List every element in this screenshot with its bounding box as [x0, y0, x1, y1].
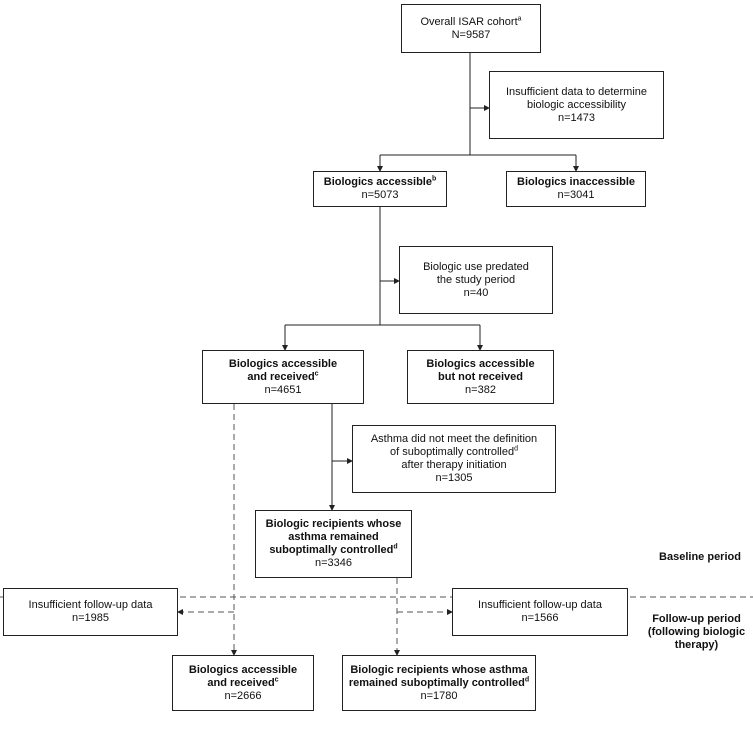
node-text: Asthma did not meet the definition — [370, 433, 538, 445]
node-text: and received — [207, 676, 275, 689]
node-text: Overall ISAR cohort — [420, 15, 518, 28]
node-text: Insufficient follow-up data — [28, 599, 153, 611]
node-final-accessible-received: Biologics accessible and receivedc n=266… — [172, 655, 314, 711]
period-text: (following — [647, 626, 700, 638]
node-biologics-inaccessible: Biologics inaccessible n=3041 — [506, 171, 646, 207]
node-accessible-received: Biologics accessible and receivedc n=465… — [202, 350, 364, 404]
node-count: n=3041 — [557, 189, 595, 201]
footnote-marker: a — [517, 14, 522, 22]
node-recipients-suboptimal: Biologic recipients whose asthma remaine… — [255, 510, 412, 578]
node-count: n=382 — [465, 383, 496, 396]
period-text: biologic therapy) — [674, 626, 746, 651]
node-text: Insufficient follow-up data — [478, 599, 602, 611]
footnote-marker: d — [524, 675, 530, 683]
node-count: n=1985 — [71, 612, 109, 624]
node-count: n=40 — [463, 286, 489, 299]
node-count: n=5073 — [361, 189, 399, 201]
node-followup-insufficient-right: Insufficient follow-up data n=1566 — [452, 588, 628, 636]
node-count: n=1566 — [521, 612, 559, 624]
node-text: the study period — [436, 273, 516, 286]
node-text: Biologics inaccessible — [517, 176, 635, 188]
node-text: Biologics accessible — [426, 357, 535, 370]
node-count: n=1473 — [557, 111, 595, 124]
node-text: and received — [247, 370, 315, 383]
node-biologics-accessible: Biologics accessibleb n=5073 — [313, 171, 447, 207]
node-final-recipients-suboptimal: Biologic recipients whose asthma remaine… — [342, 655, 536, 711]
node-count: N=9587 — [451, 28, 491, 41]
node-text: Biologics accessible — [228, 357, 338, 370]
node-text: after therapy initiation — [401, 459, 507, 471]
node-text: Biologics accessible — [188, 663, 298, 676]
period-text: Follow-up — [652, 613, 705, 625]
node-text: of suboptimally controlled — [389, 446, 515, 458]
node-text: Biologic recipients whose — [265, 518, 402, 530]
node-text: suboptimally controlled — [269, 544, 394, 556]
footnote-marker: b — [431, 175, 437, 183]
label-followup-period: Follow-up period (following biologic the… — [640, 613, 753, 652]
node-followup-insufficient-left: Insufficient follow-up data n=1985 — [3, 588, 178, 636]
node-count: n=1780 — [420, 689, 458, 702]
node-accessible-not-received: Biologics accessible but not received n=… — [407, 350, 554, 404]
node-text: biologic accessibility — [526, 98, 627, 111]
node-insufficient-access-data: Insufficient data to determine biologic … — [489, 71, 664, 139]
footnote-marker: c — [274, 675, 279, 683]
footnote-marker: d — [393, 543, 398, 551]
footnote-marker: c — [314, 369, 319, 377]
node-text: but not received — [438, 370, 523, 383]
node-predated-study-period: Biologic use predated the study period n… — [399, 246, 553, 314]
period-text: period — [707, 613, 741, 625]
period-text: period — [707, 551, 741, 563]
node-count: n=2666 — [224, 689, 262, 702]
period-text: Baseline — [659, 551, 705, 563]
label-baseline-period: Baseline period — [655, 551, 745, 564]
node-count: n=3346 — [314, 557, 352, 569]
node-count: n=1305 — [435, 472, 473, 484]
node-text: asthma remained — [288, 531, 379, 543]
node-overall-cohort: Overall ISAR cohorta N=9587 — [401, 4, 541, 53]
node-text: remained suboptimally controlled — [348, 676, 525, 689]
node-not-suboptimally-controlled: Asthma did not meet the definition of su… — [352, 425, 556, 493]
node-count: n=4651 — [264, 383, 302, 396]
node-text: Biologic recipients whose asthma — [350, 663, 528, 676]
node-text: Biologic use predated — [423, 260, 529, 273]
footnote-marker: d — [514, 445, 519, 453]
node-text: Biologics accessible — [323, 176, 432, 188]
node-text: Insufficient data to determine — [505, 85, 648, 98]
